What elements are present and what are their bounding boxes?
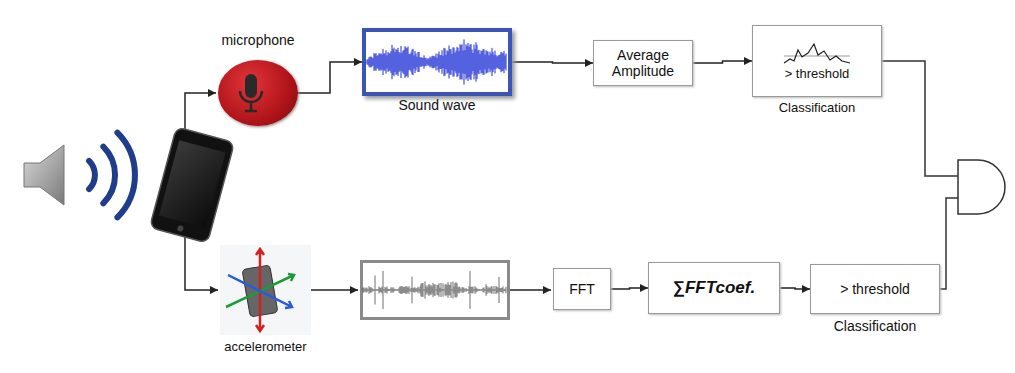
caption-label: Sound wave <box>398 97 475 113</box>
gate-wires <box>882 61 958 289</box>
box-label: FFT <box>569 281 595 297</box>
chart-icon <box>782 41 852 67</box>
box-label: > threshold <box>785 67 850 82</box>
waveform-box: Sound wave <box>362 28 512 96</box>
box-label: > threshold <box>840 281 910 297</box>
flow-arrow <box>512 62 593 63</box>
caption-label: Classification <box>779 101 856 116</box>
sound-waveform <box>366 32 508 92</box>
accel-waveform <box>363 271 506 309</box>
gate-input-wire <box>882 61 958 176</box>
process-box: > thresholdClassification <box>752 25 882 97</box>
signal-to-fft-line <box>510 289 551 291</box>
process-box: > thresholdClassification <box>810 264 940 314</box>
microphone-icon <box>218 60 284 126</box>
caption-label: microphone <box>221 32 294 48</box>
process-box: FFT <box>553 268 611 310</box>
accelerometer-image: accelerometer <box>220 245 311 335</box>
accelerometer-icon <box>220 245 300 335</box>
microphone-circle: microphone <box>218 60 298 126</box>
speaker-icon <box>24 145 64 205</box>
caption-label: accelerometer <box>224 340 306 355</box>
and-gate <box>958 160 1005 214</box>
flow-arrow <box>693 61 752 63</box>
process-box: Average Amplitude <box>593 40 693 86</box>
box-label: ∑FFTcoef. <box>673 278 755 298</box>
accel-signal-box <box>362 262 509 319</box>
caption-label: Classification <box>834 318 916 334</box>
sound-waves <box>89 133 135 218</box>
phone-icon <box>150 127 235 243</box>
gate-input-wire <box>940 198 958 289</box>
process-box: ∑FFTcoef. <box>648 262 780 314</box>
flow-arrow <box>780 288 810 289</box>
flow-arrow <box>611 288 648 289</box>
flow-arrow <box>298 62 362 93</box>
box-label: Average Amplitude <box>598 47 688 79</box>
